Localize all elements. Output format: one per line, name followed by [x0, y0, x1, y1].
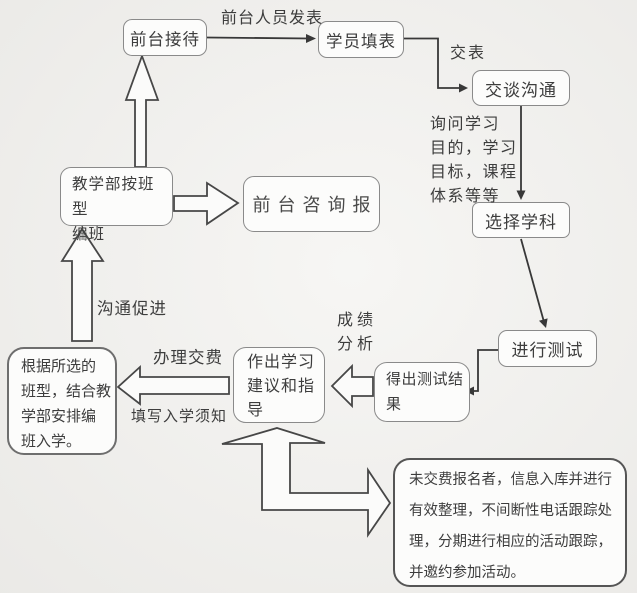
- label-submit-form: 交表: [450, 45, 487, 62]
- arrow-reception-to-fillform: [206, 36, 311, 40]
- node-class-assignment: 根据所选的 班型，结合教 学部安排编 班入学。: [7, 347, 117, 455]
- node-student-fills-form: 学员填表: [318, 21, 404, 58]
- node-test-result: 得出测试结 果: [374, 362, 470, 422]
- label-ask-learning-goals: 询问学习 目的，学习 目标，课程 体系等等: [430, 116, 518, 205]
- label-fill-enrollment-notice: 填写入学须知: [131, 408, 228, 425]
- node-talk-communicate: 交谈沟通: [472, 70, 570, 106]
- label-pay-fee: 办理交费: [153, 349, 223, 367]
- arrow-subject-to-test: [520, 238, 545, 323]
- node-front-desk-consult-report: 前台咨询报: [243, 176, 380, 232]
- arrowhead-to-talk-icon: [459, 83, 468, 93]
- arrow-fillform-to-talk: [404, 37, 462, 89]
- arrowhead-to-test-icon: [539, 318, 548, 328]
- node-take-test: 进行测试: [498, 330, 597, 367]
- node-front-desk-reception: 前台接待: [123, 19, 207, 56]
- label-score-analysis: 成绩 分析: [337, 312, 378, 353]
- node-choose-subject: 选择学科: [472, 202, 570, 238]
- node-unpaid-followup: 未交费报名者，信息入库并进行 有效整理，不间断性电话跟踪处 理，分期进行相应的活…: [393, 458, 627, 587]
- hollow-left-arrow-advice-to-class-icon: [116, 364, 230, 406]
- arrow-test-to-result: [472, 349, 498, 392]
- hollow-right-arrow-dept-to-consult-icon: [173, 181, 240, 226]
- node-study-advice: 作出学习 建议和指 导: [233, 347, 325, 423]
- hollow-up-arrow-promote-icon: [60, 227, 105, 342]
- arrowhead-to-subject-icon: [516, 190, 526, 200]
- hollow-bent-arrow-advice-unpaid-icon: [221, 427, 392, 538]
- label-staff-issue-form: 前台人员发表: [221, 10, 324, 27]
- hollow-left-arrow-result-to-advice-icon: [330, 363, 374, 409]
- node-teaching-dept-grouping: 教学部按班型 编班: [60, 167, 173, 243]
- label-communication-promote: 沟通促进: [97, 300, 167, 318]
- hollow-up-arrow-dept-to-reception-icon: [124, 53, 160, 168]
- arrowhead-to-fillform-icon: [306, 34, 316, 43]
